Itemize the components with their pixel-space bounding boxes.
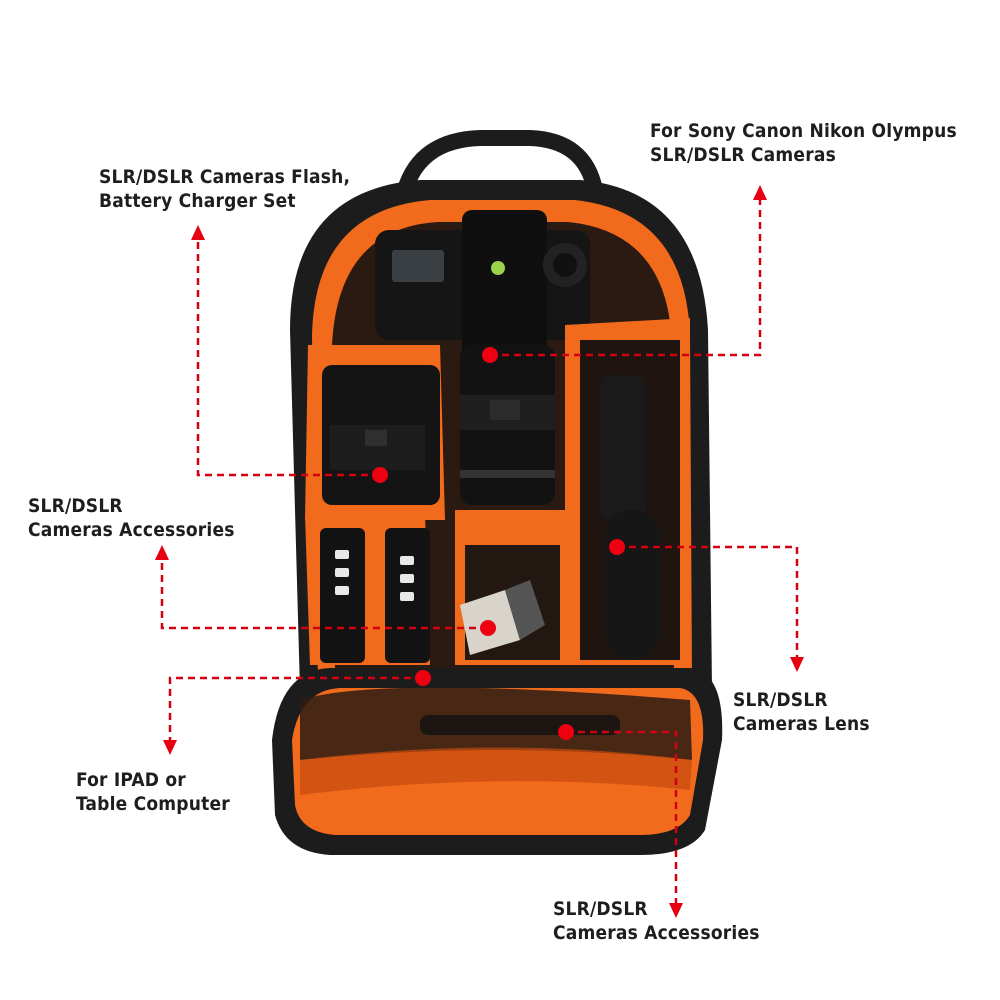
callout-label-line: SLR/DSLR Cameras Flash,	[99, 166, 351, 188]
callout-label-line: Table Computer	[76, 793, 230, 815]
callout-dot-cameras	[482, 347, 498, 363]
callout-label-accessories-bottom: SLR/DSLR Cameras Accessories	[553, 897, 760, 945]
callout-label-line: Cameras Accessories	[28, 519, 235, 541]
callout-label-line: SLR/DSLR	[733, 689, 828, 711]
callout-label-ipad: For IPAD or Table Computer	[76, 768, 230, 816]
callout-dot-lens	[609, 539, 625, 555]
callout-label-lens: SLR/DSLR Cameras Lens	[733, 688, 870, 736]
callout-dot-accessories-bottom	[558, 724, 574, 740]
callout-label-line: SLR/DSLR	[28, 495, 123, 517]
callout-label-line: Cameras Accessories	[553, 922, 760, 944]
callout-label-line: SLR/DSLR Cameras	[650, 144, 836, 166]
callout-label-line: Cameras Lens	[733, 713, 870, 735]
callout-label-line: SLR/DSLR	[553, 898, 648, 920]
callout-label-flash: SLR/DSLR Cameras Flash, Battery Charger …	[99, 165, 350, 213]
callout-label-accessories-left: SLR/DSLR Cameras Accessories	[28, 494, 235, 542]
callout-label-cameras: For Sony Canon Nikon Olympus SLR/DSLR Ca…	[650, 119, 957, 167]
callout-label-line: For IPAD or	[76, 769, 186, 791]
callout-dot-accessories-left	[480, 620, 496, 636]
callout-dot-flash	[372, 467, 388, 483]
callout-label-line: Battery Charger Set	[99, 190, 296, 212]
callout-label-line: For Sony Canon Nikon Olympus	[650, 120, 957, 142]
callout-dot-ipad	[415, 670, 431, 686]
